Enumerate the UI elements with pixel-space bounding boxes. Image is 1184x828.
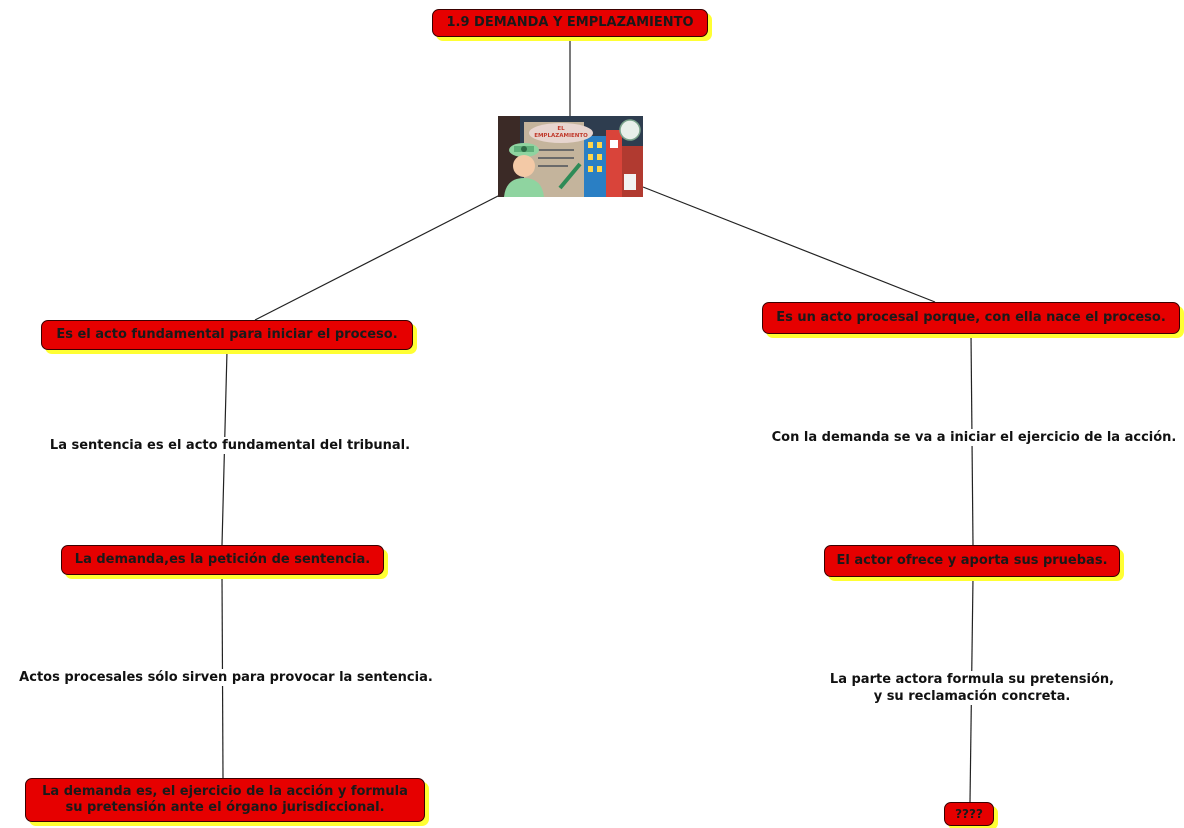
right-node-2[interactable]: El actor ofrece y aporta sus pruebas. [824,545,1120,577]
root-node[interactable]: 1.9 DEMANDA Y EMPLAZAMIENTO [432,9,708,37]
link-image-left [254,194,501,321]
right-node-3[interactable]: ???? [944,802,994,826]
left-node-3[interactable]: La demanda es, el ejercicio de la acción… [25,778,425,822]
left-link-label-1: La sentencia es el acto fundamental del … [40,437,420,454]
left-link-label-2: Actos procesales sólo sirven para provoc… [6,669,446,686]
left-node-1[interactable]: Es el acto fundamental para iniciar el p… [41,320,413,350]
link-image-right [642,186,936,303]
right-link-label-2: La parte actora formula su pretensión, y… [800,671,1144,705]
emplazamiento-illustration: EL EMPLAZAMIENTO [498,116,643,197]
right-node-1[interactable]: Es un acto procesal porque, con ella nac… [762,302,1180,334]
right-link-label-1: Con la demanda se va a iniciar el ejerci… [758,429,1184,446]
svg-text:EMPLAZAMIENTO: EMPLAZAMIENTO [534,133,588,139]
illustration-badge: EL [557,126,565,132]
left-node-2[interactable]: La demanda,es la petición de sentencia. [61,545,384,575]
